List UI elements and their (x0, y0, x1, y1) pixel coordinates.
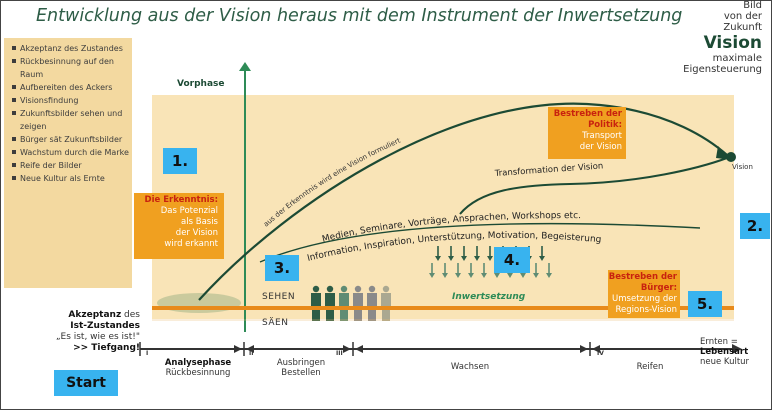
process-steps-panel: Akzeptanz des Zustandes Rückbesinnung au… (4, 38, 132, 288)
akzeptanz-des: des (121, 310, 140, 320)
vision-header-block: Bild von der Zukunft Vision maximale Eig… (683, 0, 762, 75)
buerger-heading: Bürger: (640, 283, 677, 293)
step-number-5: 5. (688, 291, 722, 317)
process-step-item: Rückbesinnung auf den Raum (12, 55, 132, 81)
phase-ausbringen-sub: Bestellen (281, 368, 321, 378)
vision-point (726, 152, 736, 162)
politik-line: der Vision (579, 142, 622, 152)
people-group (311, 285, 391, 321)
process-step-item: Visionsfindung (12, 94, 132, 107)
process-step-item: Aufbereiten des Ackers (12, 81, 132, 94)
erkenntnis-line: Das Potenzial (160, 206, 218, 216)
growth-arrows (429, 246, 552, 278)
vision-header-line: von der (723, 11, 762, 22)
start-marker: Start (54, 370, 118, 396)
medien-curve (259, 222, 701, 263)
erkenntnis-line: als Basis (181, 217, 218, 227)
process-steps-list: Akzeptanz des Zustandes Rückbesinnung au… (4, 42, 132, 185)
vision-header-line: Bild (743, 0, 762, 11)
vision-header-line: maximale (712, 53, 762, 64)
erkenntnis-line: wird erkannt (164, 239, 218, 249)
vision-point-label: Vision (732, 163, 753, 171)
politik-line: Transport (582, 131, 622, 141)
vision-arc-curve (198, 102, 728, 301)
process-step-item: Wachstum durch die Marke (12, 146, 132, 159)
ernten-line-3: neue Kultur (700, 357, 750, 367)
step-number-3: 3. (265, 255, 299, 281)
vertical-axis-line (244, 70, 246, 332)
phase-analyse-title: Analysephase (164, 358, 232, 368)
politik-heading: Politik: (588, 120, 622, 130)
erkenntnis-box: Die Erkenntnis: Das Potenzial als Basis … (134, 193, 224, 259)
akzeptanz-line-2: Ist-Zustandes (70, 321, 140, 331)
phase-roman-1: I (146, 350, 149, 357)
phase-analyse-sub: Rückbesinnung (165, 368, 231, 378)
transformation-curve (459, 157, 728, 215)
phase-roman-4: IV (597, 350, 604, 357)
akzeptanz-block: Akzeptanz des Ist-Zustandes „Es ist, wie… (14, 310, 140, 354)
ernten-line-1: Ernten = (700, 337, 738, 347)
buerger-box: Bestreben der Bürger: Umsetzung der Regi… (608, 270, 680, 318)
process-step-item: Bürger sät Zukunftsbilder (12, 133, 132, 146)
step-number-2: 2. (740, 213, 770, 239)
timeline-axis (140, 348, 740, 350)
akzeptanz-line-4: >> Tiefgang! (73, 343, 140, 353)
erkenntnis-line: der Vision (175, 228, 218, 238)
vertical-axis-arrowhead (239, 62, 251, 71)
ernten-line-2: Lebensart (700, 347, 749, 357)
phase-ausbringen: Ausbringen Bestellen (258, 358, 344, 378)
vision-header-line: Zukunft (723, 22, 762, 33)
phase-wachsen: Wachsen (450, 362, 490, 372)
phase-reifen: Reifen (636, 362, 664, 372)
step-number-4: 4. (494, 247, 530, 273)
buerger-heading: Bestreben der (608, 272, 677, 282)
saen-label: SÄEN (262, 318, 289, 328)
buerger-line: Umsetzung der (612, 294, 677, 304)
phase-roman-3: III (336, 350, 343, 357)
phase-roman-2: II (249, 350, 254, 357)
process-step-item: Akzeptanz des Zustandes (12, 42, 132, 55)
vision-header-title: Vision (703, 33, 762, 53)
erkenntnis-heading: Die Erkenntnis: (144, 195, 218, 205)
process-step-item: Zukunftsbilder sehen und zeigen (12, 107, 132, 133)
buerger-line: Regions-Vision (615, 305, 677, 315)
akzeptanz-line-1: Akzeptanz des (14, 310, 140, 321)
arc-text: aus der Erkenntnis wird eine Vision form… (262, 136, 402, 228)
akzeptanz-line-3: „Es ist, wie es ist!" (55, 332, 140, 342)
sehen-label: SEHEN (262, 292, 296, 302)
vorphase-label: Vorphase (177, 79, 225, 89)
inwertsetzung-label: Inwertsetzung (452, 292, 526, 302)
process-step-item: Neue Kultur als Ernte (12, 172, 132, 185)
process-step-item: Reife der Bilder (12, 159, 132, 172)
ground-line (152, 306, 734, 310)
step-number-1: 1. (163, 148, 197, 174)
diagram-title: Entwicklung aus der Vision heraus mit de… (36, 6, 683, 26)
phase-analyse: Analysephase Rückbesinnung (158, 358, 238, 378)
transformation-text: Transformation der Vision (494, 161, 604, 179)
vision-header-line: Eigensteuerung (683, 64, 762, 75)
ernten-block: Ernten = Lebensart neue Kultur (700, 337, 749, 367)
politik-box: Bestreben der Politik: Transport der Vis… (548, 107, 626, 159)
akzeptanz-bold: Akzeptanz (68, 310, 122, 320)
politik-heading: Bestreben der (553, 109, 622, 119)
phase-ausbringen-title: Ausbringen (276, 358, 326, 368)
seed-ellipse (157, 293, 241, 313)
